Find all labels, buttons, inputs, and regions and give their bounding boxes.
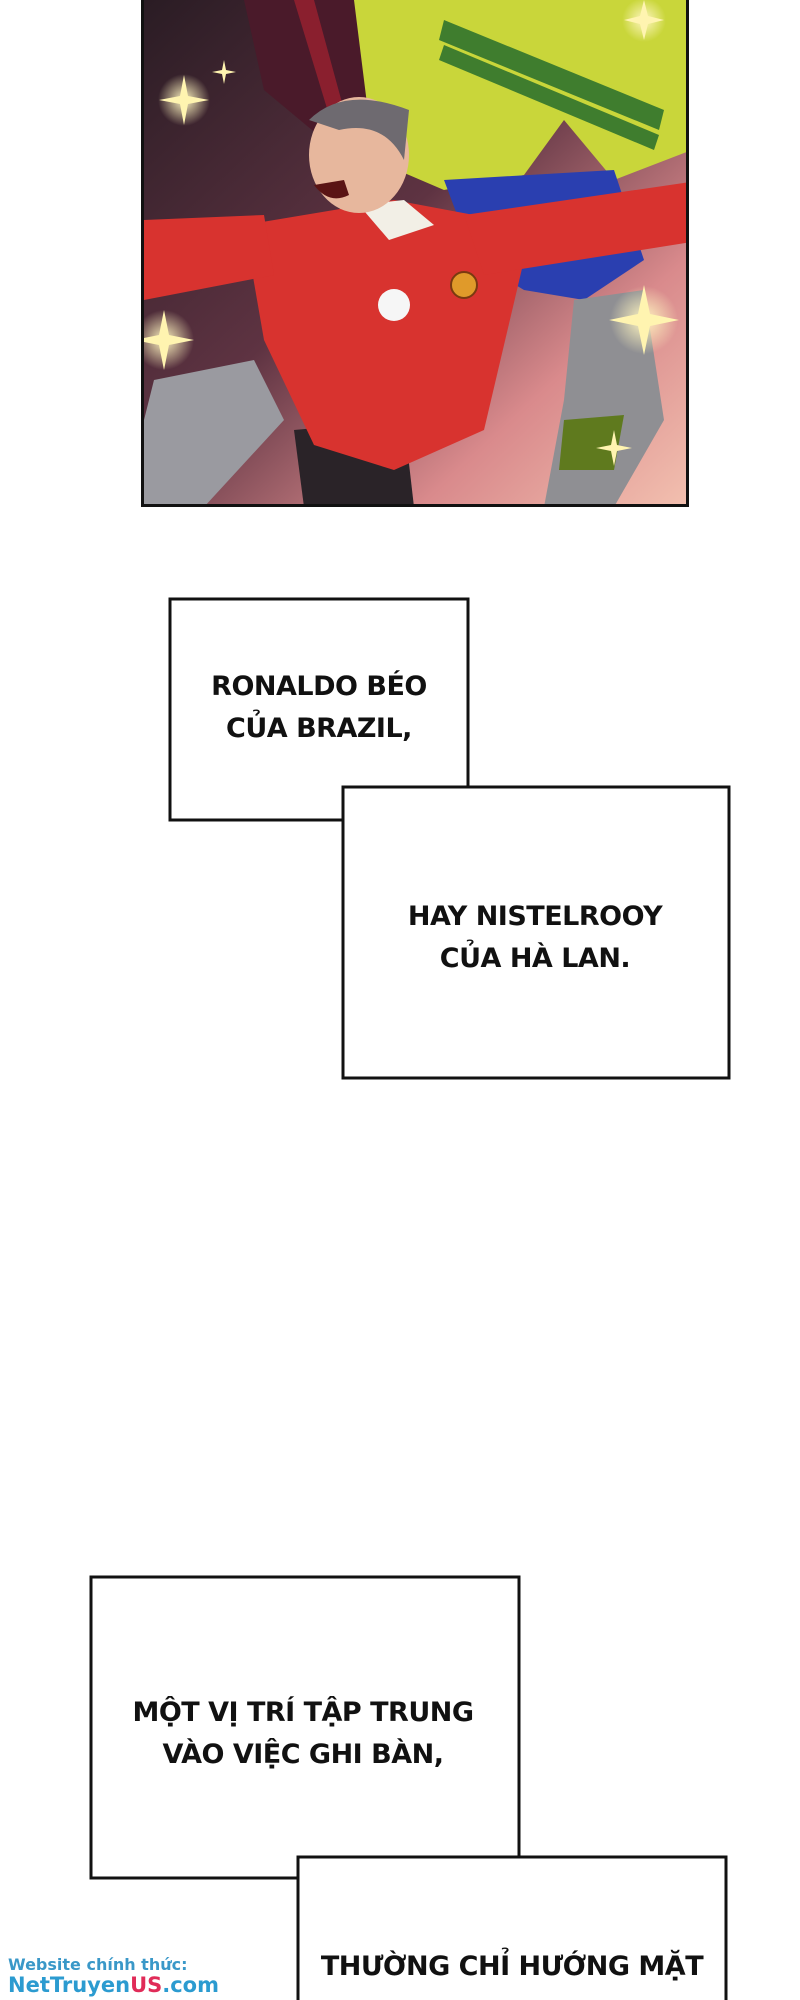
caption-box-3: MỘT VỊ TRÍ TẬP TRUNG VÀO VIỆC GHI BÀN, <box>89 1575 521 1880</box>
watermark-brand-main: NetTruyen <box>8 1972 131 1997</box>
caption-1-line-1: RONALDO BÉO <box>211 670 427 702</box>
caption-3-line-1: MỘT VỊ TRÍ TẬP TRUNG <box>132 1696 473 1728</box>
caption-2-line-1: HAY NISTELROOY <box>408 901 663 932</box>
caption-2-line-2: CỦA HÀ LAN. <box>440 938 630 974</box>
caption-1-line-2: CỦA BRAZIL, <box>226 708 412 744</box>
caption-box-2: HAY NISTELROOY CỦA HÀ LAN. <box>341 785 731 1080</box>
panel-artwork <box>144 0 686 504</box>
caption-3-line-2: VÀO VIỆC GHI BÀN, <box>163 1738 444 1770</box>
watermark-brand-accent: US <box>130 1972 163 1997</box>
caption-box-4: THƯỜNG CHỈ HƯỚNG MẶT <box>296 1855 728 2000</box>
watermark-brand: NetTruyenUS.com <box>8 1974 219 1996</box>
manga-panel-illustration <box>141 0 689 507</box>
site-watermark: Website chính thức: NetTruyenUS.com <box>8 1955 219 1996</box>
caption-4-line-1: THƯỜNG CHỈ HƯỚNG MẶT <box>321 1947 704 1982</box>
watermark-brand-suffix: .com <box>162 1972 219 1997</box>
watermark-label: Website chính thức: <box>8 1955 188 1975</box>
